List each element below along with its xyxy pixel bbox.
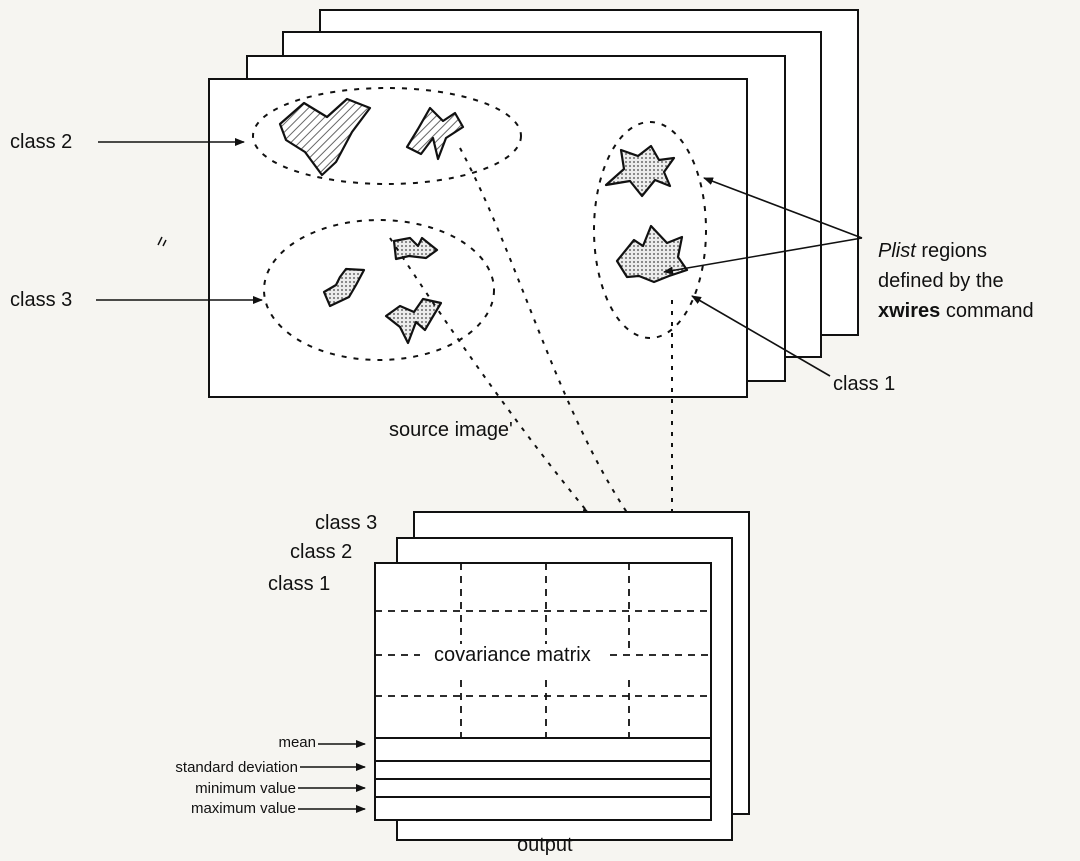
class-3-label: class 3 (10, 289, 73, 311)
flow-class2 (459, 147, 638, 528)
minimum-value-label: minimum value (195, 780, 296, 797)
covariance-matrix-label: covariance matrix (426, 644, 599, 667)
output-class-3-label: class 3 (315, 512, 378, 534)
class-1-label: class 1 (833, 373, 896, 395)
mean-label: mean (278, 734, 316, 751)
plist-italic: Plist (878, 240, 916, 262)
plist-label-line2: defined by the (878, 270, 1004, 292)
class-2-label: class 2 (10, 131, 73, 153)
plist-regions-word: regions (915, 240, 987, 262)
plist-label-line1: Plist regions (878, 240, 987, 263)
output-caption: output (517, 834, 573, 856)
data-flow-paths (389, 147, 673, 560)
plist-arrow-1 (703, 177, 863, 239)
plist-label-line3: xwires command (878, 300, 1034, 323)
output-stack (374, 511, 750, 841)
standard-deviation-label: standard deviation (175, 759, 298, 776)
speck-marks (157, 236, 167, 247)
class-1-region (593, 121, 707, 339)
plist-arrow-2 (663, 237, 863, 275)
source-image-caption: source image' (389, 419, 513, 441)
output-sheet-class1 (374, 562, 712, 821)
xwires-command-name: xwires (878, 300, 941, 322)
plist-region-class2-b (405, 106, 465, 161)
output-class-1-label: class 1 (268, 573, 331, 595)
flow-class3 (389, 237, 591, 516)
plist-region-class2-a (278, 97, 372, 177)
plist-region-class3-b (322, 267, 366, 308)
maximum-value-label: maximum value (190, 800, 296, 817)
class-regions (252, 87, 707, 361)
covariance-matrix-grid (375, 563, 711, 738)
class-1-arrow (691, 295, 831, 377)
class-3-region (263, 219, 495, 361)
plist-region-class3-c (384, 297, 443, 345)
output-class-2-label: class 2 (290, 541, 353, 563)
source-image-stack (208, 9, 859, 398)
class-2-region (252, 87, 522, 185)
plist-region-class1-a (604, 144, 676, 198)
plist-region-class3-a (392, 236, 439, 261)
label-arrows (96, 138, 863, 813)
statistics-rows (375, 737, 711, 798)
command-word: command (940, 300, 1034, 322)
plist-regions (278, 97, 689, 345)
